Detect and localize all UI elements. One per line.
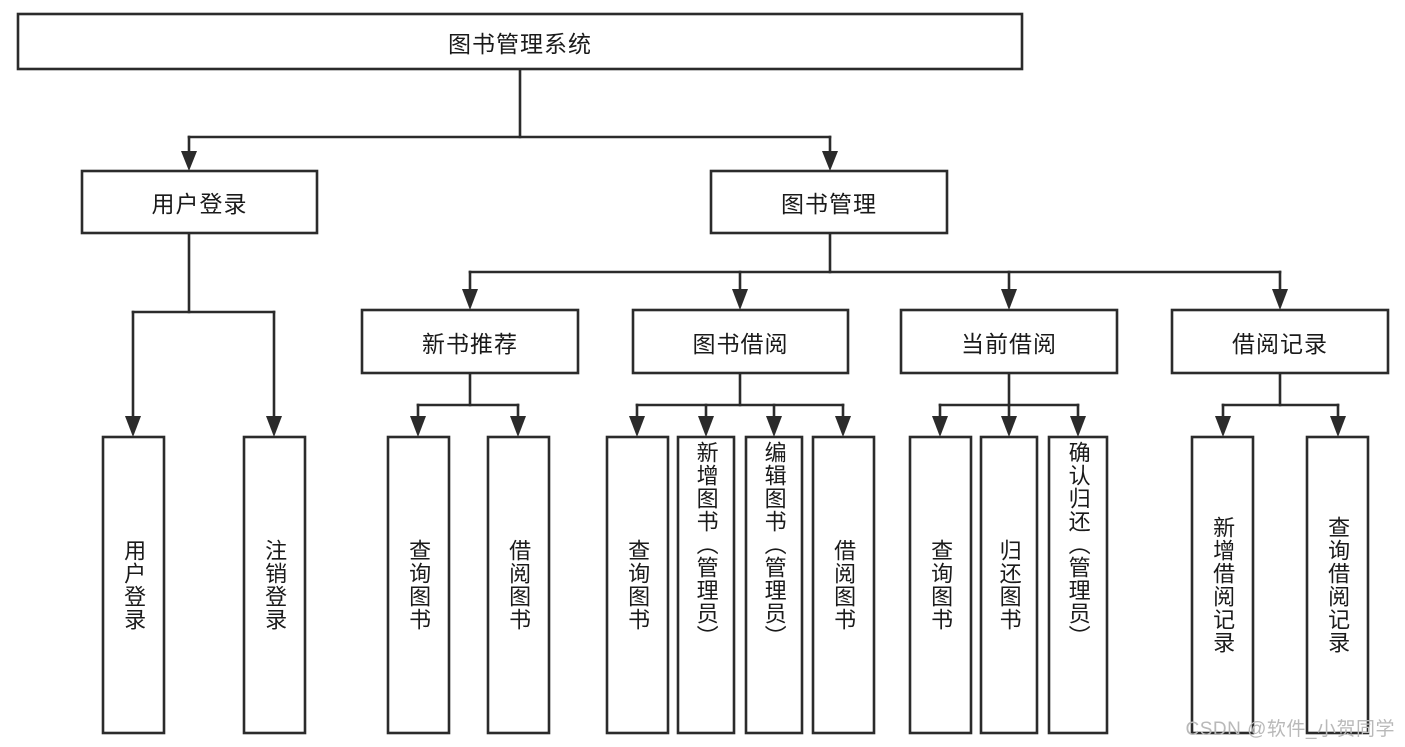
arrow-head-bb-leaf4 xyxy=(835,416,851,437)
leaf-book-borrow-2[interactable] xyxy=(744,435,804,735)
leaf-new-book-0[interactable] xyxy=(386,435,451,735)
leaf-book-borrow-0[interactable] xyxy=(605,435,670,735)
leaf-borrow-record-1[interactable] xyxy=(1305,435,1370,735)
node-book-borrow[interactable] xyxy=(631,308,850,375)
leaf-book-borrow-3[interactable] xyxy=(811,435,876,735)
node-current-borrow[interactable] xyxy=(899,308,1119,375)
leaf-user-login-0[interactable] xyxy=(101,435,166,735)
arrow-head-book-mgmt xyxy=(822,151,838,171)
leaf-borrow-record-0[interactable] xyxy=(1190,435,1255,735)
connectors-user-login-to-leaves xyxy=(125,231,282,437)
arrow-head-borrow xyxy=(732,289,748,310)
arrow-head-user-login xyxy=(181,151,197,171)
arrow-head-cb-leaf2 xyxy=(1001,416,1017,437)
arrow-head-bb-leaf3 xyxy=(766,416,782,437)
arrow-head-nb-leaf1 xyxy=(410,416,426,437)
leaf-current-borrow-1[interactable] xyxy=(979,435,1039,735)
arrow-head-nb-leaf2 xyxy=(510,416,526,437)
arrow-head-br-leaf1 xyxy=(1215,416,1231,437)
leaf-book-borrow-1[interactable] xyxy=(676,435,736,735)
arrow-head-ul-leaf2 xyxy=(266,416,282,437)
arrow-head-bb-leaf2 xyxy=(698,416,714,437)
node-borrow-record[interactable] xyxy=(1170,308,1390,375)
leaf-user-login-1[interactable] xyxy=(242,435,307,735)
arrow-head-cb-leaf1 xyxy=(932,416,948,437)
connectors-root-to-level2 xyxy=(181,67,838,171)
connectors-new-book-to-leaves xyxy=(410,371,526,437)
node-root[interactable] xyxy=(16,12,1024,71)
node-book-management[interactable] xyxy=(709,169,949,235)
arrow-head-current xyxy=(1001,289,1017,310)
arrow-head-cb-leaf3 xyxy=(1070,416,1086,437)
leaf-current-borrow-0[interactable] xyxy=(908,435,973,735)
node-new-book-recommend[interactable] xyxy=(360,308,580,375)
arrow-head-new-book xyxy=(462,289,478,310)
connectors-current-borrow-to-leaves xyxy=(932,371,1086,437)
arrow-head-ul-leaf1 xyxy=(125,416,141,437)
arrow-head-record xyxy=(1272,289,1288,310)
connectors-borrow-record-to-leaves xyxy=(1215,371,1346,437)
node-user-login[interactable] xyxy=(80,169,319,235)
leaf-new-book-1[interactable] xyxy=(486,435,551,735)
leaf-current-borrow-2[interactable] xyxy=(1047,435,1109,735)
arrow-head-bb-leaf1 xyxy=(629,416,645,437)
connectors-book-mgmt-to-level3 xyxy=(462,231,1288,310)
arrow-head-br-leaf2 xyxy=(1330,416,1346,437)
connectors-book-borrow-to-leaves xyxy=(629,371,851,437)
